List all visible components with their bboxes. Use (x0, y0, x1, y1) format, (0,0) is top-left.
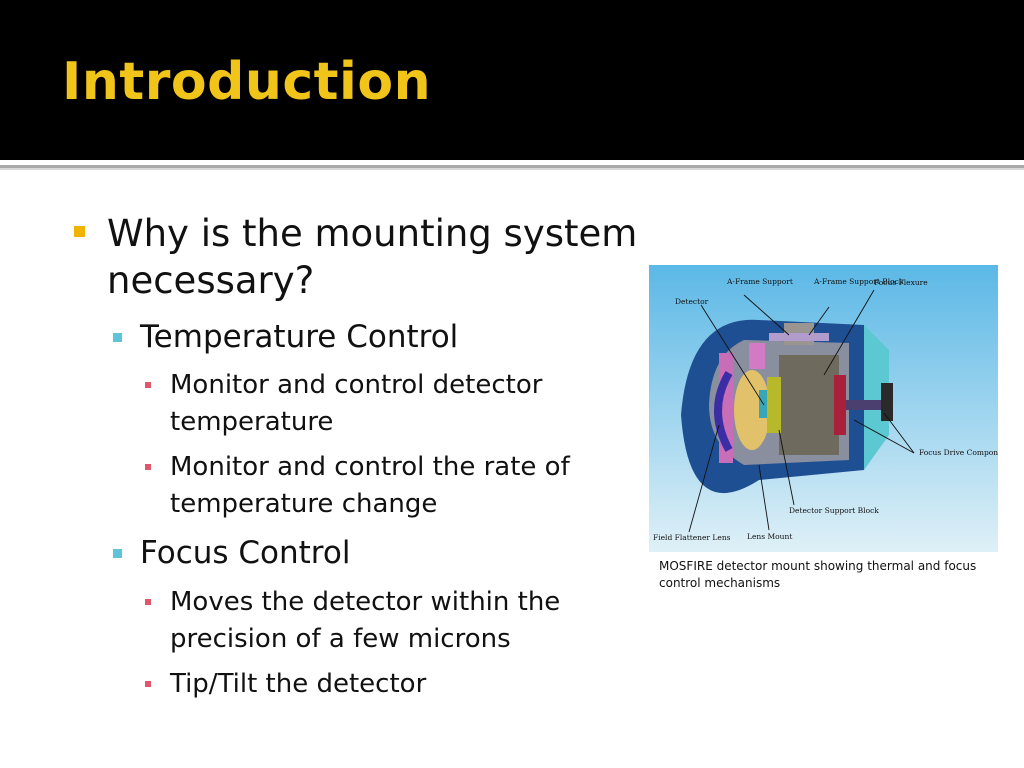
bullet-monitor-rate: Monitor and control the rate of temperat… (170, 452, 570, 519)
label-detector-support-block: Detector Support Block (789, 506, 879, 515)
bullet-marker-l3 (145, 599, 151, 605)
bullet-marker-l3 (145, 382, 151, 388)
slide-title: Introduction (62, 52, 432, 112)
label-lens-mount: Lens Mount (747, 532, 792, 541)
bullet-marker-l3 (145, 464, 151, 470)
bullet-marker-l3 (145, 681, 151, 687)
bullet-marker-l2 (113, 549, 122, 558)
bullet-tip-tilt: Tip/Tilt the detector (170, 669, 427, 699)
label-aframe-support: A-Frame Support (726, 277, 793, 286)
divider-white (0, 160, 1024, 165)
divider-light (0, 168, 1024, 170)
detector-mount-diagram: A-Frame Support A-Frame Support Block Fo… (649, 265, 998, 552)
bullet-monitor-temperature: Monitor and control detector temperature (170, 370, 543, 437)
bullet-focus-control: Focus Control (140, 535, 351, 571)
label-detector: Detector (675, 297, 709, 306)
bullet-temperature-control: Temperature Control (140, 319, 459, 355)
divider-gray (0, 165, 1024, 168)
figure-caption: MOSFIRE detector mount showing thermal a… (659, 559, 977, 590)
bullet-why-mounting: Why is the mounting system necessary? (107, 212, 638, 302)
bullet-marker-l2 (113, 333, 122, 342)
label-field-flattener-lens: Field Flattener Lens (653, 533, 731, 542)
title-bar: Introduction (0, 0, 1024, 160)
label-aframe-block: A-Frame Support Block (813, 277, 904, 286)
label-focus-drive: Focus Drive Components (919, 448, 998, 457)
bullet-moves-detector: Moves the detector within the precision … (170, 587, 561, 654)
bullet-marker-l1 (74, 226, 85, 237)
label-focus-flexure: Focus Flexure (874, 278, 928, 287)
